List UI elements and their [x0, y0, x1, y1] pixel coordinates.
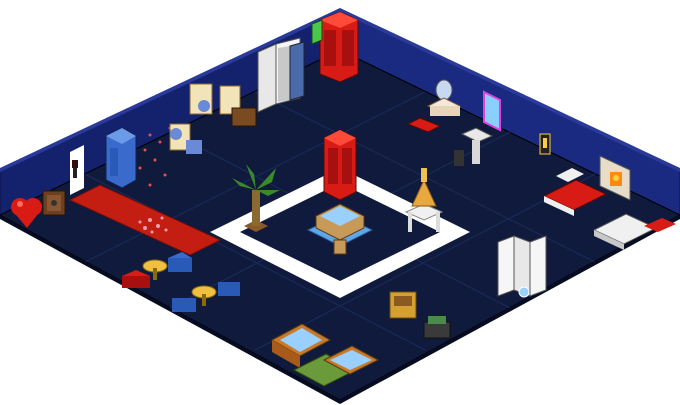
left-wall-top-edge [0, 8, 340, 172]
heart-sofa[interactable] [11, 198, 42, 228]
cafe-table-set-2[interactable] [172, 282, 240, 312]
red-phone-box-wall[interactable] [319, 11, 359, 83]
pool-fountain[interactable] [306, 203, 374, 255]
cafe-table-set-1[interactable] [122, 252, 192, 288]
palm-tree[interactable] [232, 164, 280, 232]
carpet-petals [138, 216, 168, 234]
sink-basin[interactable] [454, 127, 494, 166]
fireplace[interactable] [599, 155, 631, 201]
red-carpet[interactable] [68, 184, 222, 256]
wall-lantern[interactable] [539, 133, 551, 155]
red-phone-box-center[interactable] [323, 129, 357, 201]
armchair-gold[interactable] [389, 291, 451, 339]
floor-edge-left [0, 215, 340, 404]
red-bed[interactable] [542, 168, 608, 216]
neon-mirror[interactable] [483, 90, 501, 132]
floor-edge-right [340, 215, 680, 404]
white-bed[interactable] [592, 213, 676, 250]
gold-trophy-stand[interactable] [404, 168, 444, 232]
right-wall-top-edge [340, 8, 680, 172]
hot-tub-1[interactable] [270, 323, 332, 368]
door[interactable] [70, 145, 84, 195]
room-divider-screen[interactable] [497, 235, 547, 298]
safe-box[interactable] [42, 190, 66, 216]
cinema-seats[interactable] [169, 83, 257, 154]
white-lockers[interactable] [257, 37, 305, 113]
wall-picture[interactable] [311, 19, 323, 45]
hot-tub-2[interactable] [292, 345, 380, 387]
blue-portaloo-left[interactable] [105, 127, 137, 189]
vanity-table[interactable] [406, 79, 462, 133]
